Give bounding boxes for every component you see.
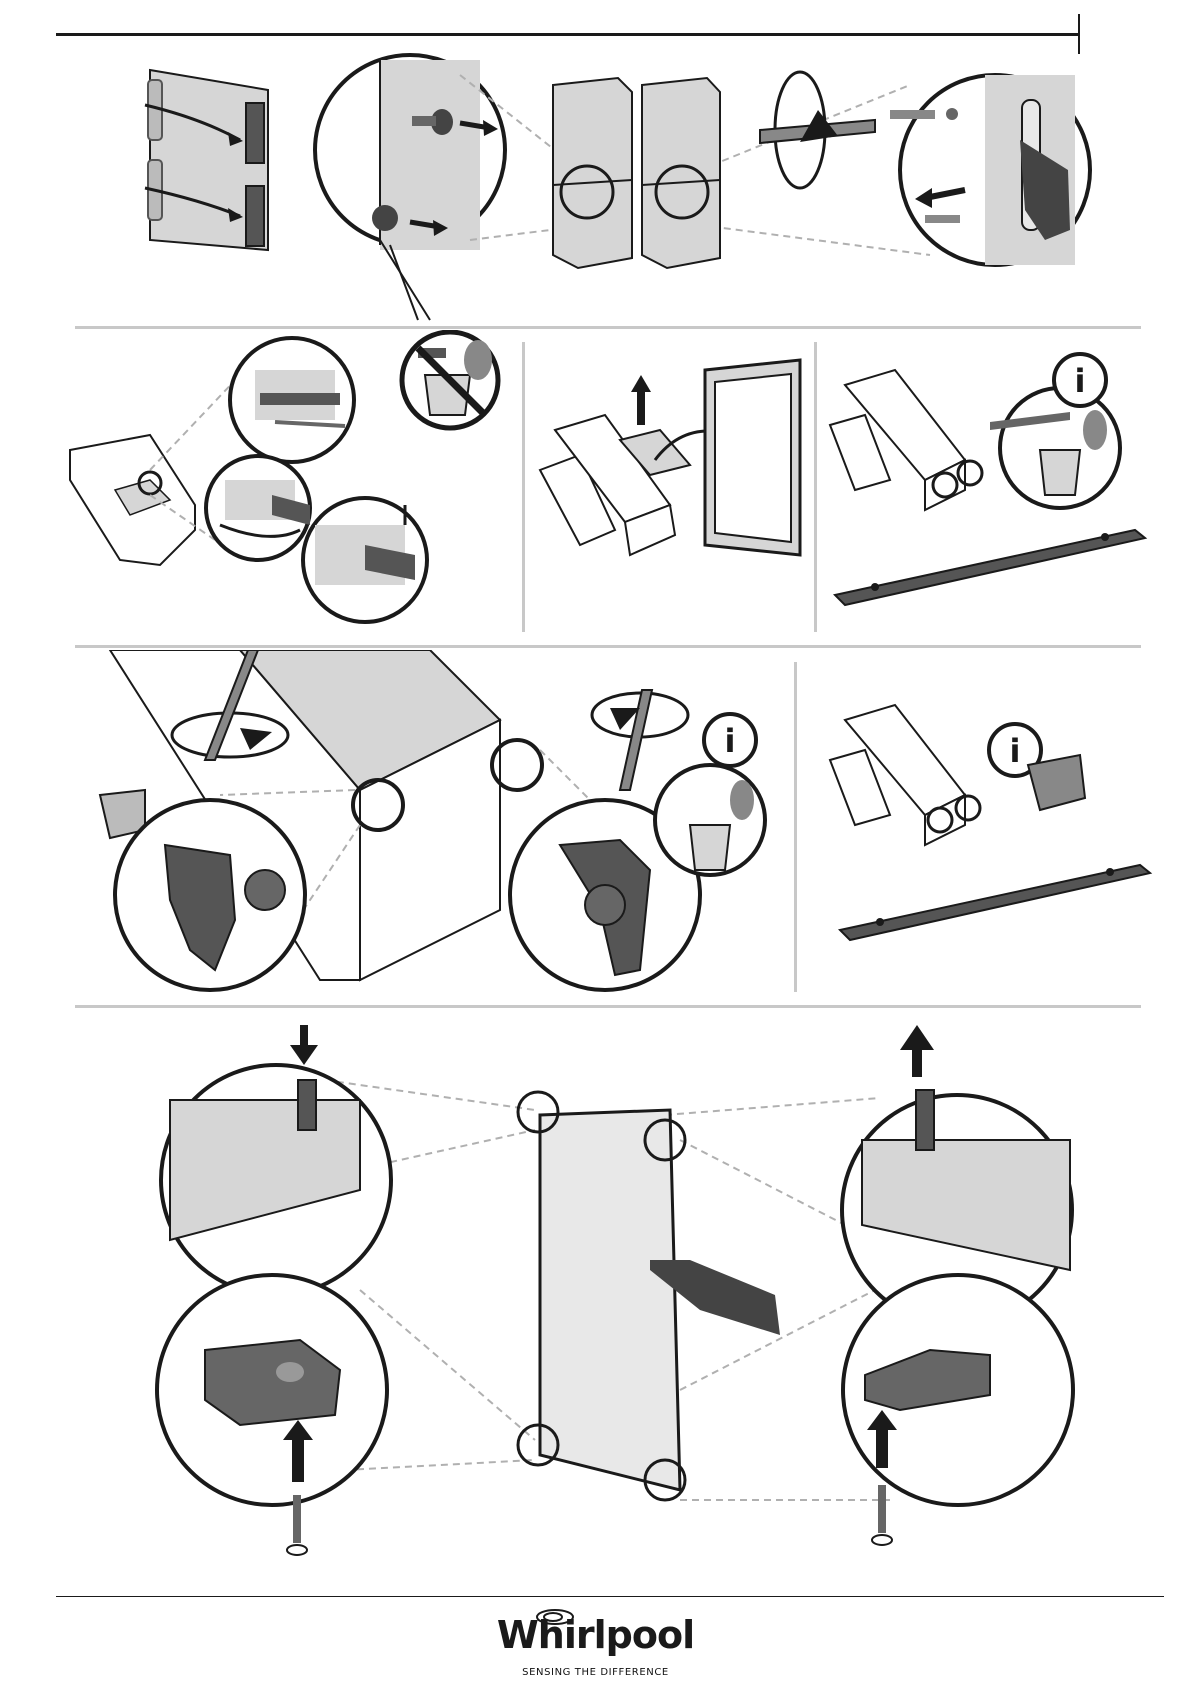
step-2-illustration xyxy=(0,330,525,640)
step-5-illustration: i xyxy=(0,650,795,1000)
whirlpool-logo: Whirlpool SENSING THE DIFFERENCE xyxy=(0,1603,1191,1683)
row-separator-2 xyxy=(75,645,1141,648)
hinge-removal-icon xyxy=(70,338,427,622)
fridge-handle-icon xyxy=(145,70,268,250)
drawer-box xyxy=(830,370,982,510)
info-icon: i xyxy=(1054,354,1106,406)
info-badge-text: i xyxy=(1010,732,1021,770)
step-3-illustration xyxy=(525,330,815,640)
step-1-illustration xyxy=(0,0,1191,330)
no-bin-icon xyxy=(402,332,498,428)
rail-bar-icon xyxy=(840,865,1150,940)
door-panel-icon xyxy=(518,1092,780,1500)
step-6-illustration: i xyxy=(800,650,1170,1000)
footer-rule xyxy=(56,1596,1164,1597)
handle-removal-icon xyxy=(890,75,1090,265)
rail-bar-icon xyxy=(835,530,1145,605)
step-7-illustration xyxy=(0,1010,1191,1580)
door-frame-icon xyxy=(705,360,800,555)
fridge-pair-icon xyxy=(553,78,720,268)
door-pin-insert-icon xyxy=(157,1025,391,1555)
brand-name: Whirlpool xyxy=(0,1613,1191,1657)
step-4-illustration: i xyxy=(815,330,1165,640)
bag-icon xyxy=(1028,755,1085,810)
row-separator-3 xyxy=(75,1005,1141,1008)
info-badge-text: i xyxy=(1075,362,1086,400)
brand-tagline: SENSING THE DIFFERENCE xyxy=(0,1667,1191,1678)
info-icon: i xyxy=(704,714,756,766)
screwdriver-rotate-icon xyxy=(760,72,875,188)
info-badge-text: i xyxy=(725,722,736,760)
bin-icon xyxy=(990,388,1120,508)
drawer-box xyxy=(830,705,980,845)
plug-removal-icon xyxy=(315,55,505,320)
bin-icon xyxy=(655,765,765,875)
door-pin-remove-icon xyxy=(842,1025,1073,1545)
